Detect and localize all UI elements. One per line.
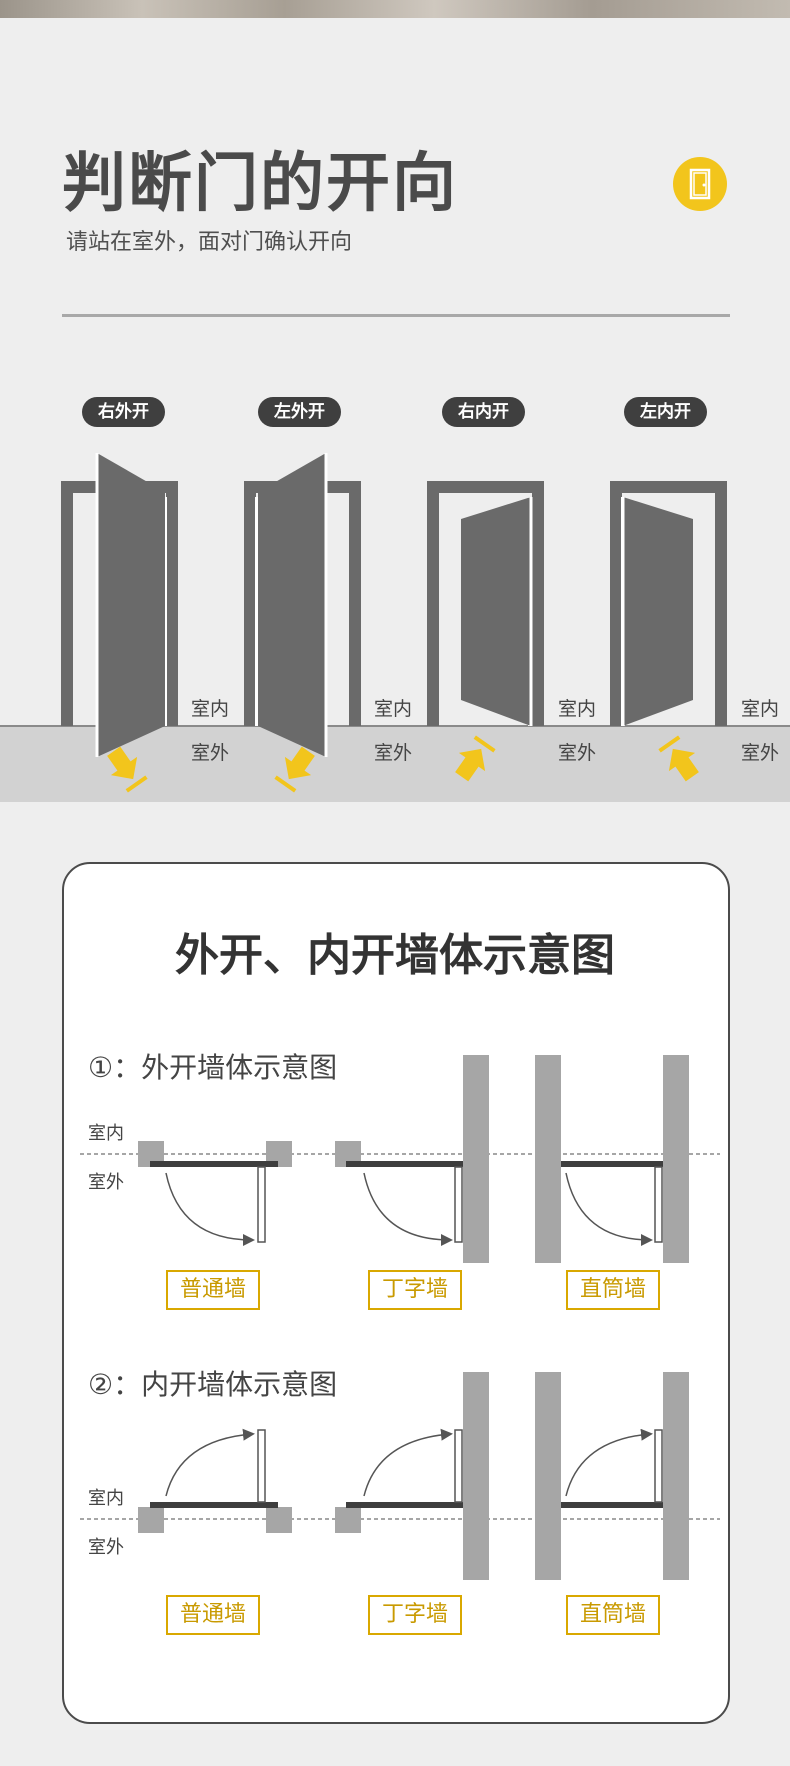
inward-t-wall xyxy=(335,1372,489,1580)
outward-straight-wall xyxy=(535,1055,689,1263)
outdoor-label-2: 室外 xyxy=(374,742,413,764)
outdoor-label-1: 室外 xyxy=(191,742,230,764)
arrow-icon xyxy=(658,735,699,782)
outward-outdoor-label: 室外 xyxy=(88,1172,124,1193)
door-left-inward xyxy=(610,481,727,726)
inward-ordinary-wall xyxy=(138,1428,292,1533)
inward-outdoor-label: 室外 xyxy=(88,1537,124,1558)
door-right-inward xyxy=(427,481,544,726)
door-type-label-1: 右外开 xyxy=(82,397,165,427)
outward-wall-diagram xyxy=(80,1055,720,1263)
outward-ordinary-wall-tag: 普通墙 xyxy=(166,1270,260,1310)
inward-section-title: ②：内开墙体示意图 xyxy=(88,1368,338,1401)
arrow-icon xyxy=(455,735,496,782)
page-subtitle: 请站在室外，面对门确认开向 xyxy=(66,230,353,255)
door-right-outward xyxy=(61,453,178,757)
door-type-label-2: 左外开 xyxy=(258,397,341,427)
inward-wall-diagram xyxy=(80,1372,720,1580)
inward-t-wall-tag: 丁字墙 xyxy=(368,1595,462,1635)
divider xyxy=(62,314,730,317)
indoor-label-2: 室内 xyxy=(374,698,413,720)
outdoor-label-3: 室外 xyxy=(558,742,597,764)
inward-straight-wall xyxy=(535,1372,689,1580)
indoor-label-1: 室内 xyxy=(191,698,230,720)
inward-ordinary-wall-tag: 普通墙 xyxy=(166,1595,260,1635)
door-swing-diagram xyxy=(0,453,790,802)
arrow-icon xyxy=(274,746,315,793)
outward-section-title: ①：外开墙体示意图 xyxy=(88,1051,338,1084)
inward-indoor-label: 室内 xyxy=(88,1488,124,1509)
inward-straight-wall-tag: 直筒墙 xyxy=(566,1595,660,1635)
outward-t-wall-tag: 丁字墙 xyxy=(368,1270,462,1310)
card-title: 外开、内开墙体示意图 xyxy=(175,930,615,981)
outward-indoor-label: 室内 xyxy=(88,1123,124,1144)
outdoor-label-4: 室外 xyxy=(741,742,780,764)
indoor-label-3: 室内 xyxy=(558,698,597,720)
outward-straight-wall-tag: 直筒墙 xyxy=(566,1270,660,1310)
outward-t-wall xyxy=(335,1055,489,1263)
outward-ordinary-wall xyxy=(138,1141,292,1246)
door-left-outward xyxy=(244,453,361,757)
door-type-label-4: 左内开 xyxy=(624,397,707,427)
page-title: 判断门的开向 xyxy=(62,147,458,221)
arrow-icon xyxy=(107,746,148,793)
header-photo-strip xyxy=(0,0,790,18)
door-type-label-3: 右内开 xyxy=(442,397,525,427)
indoor-label-4: 室内 xyxy=(741,698,780,720)
door-icon xyxy=(673,157,727,211)
